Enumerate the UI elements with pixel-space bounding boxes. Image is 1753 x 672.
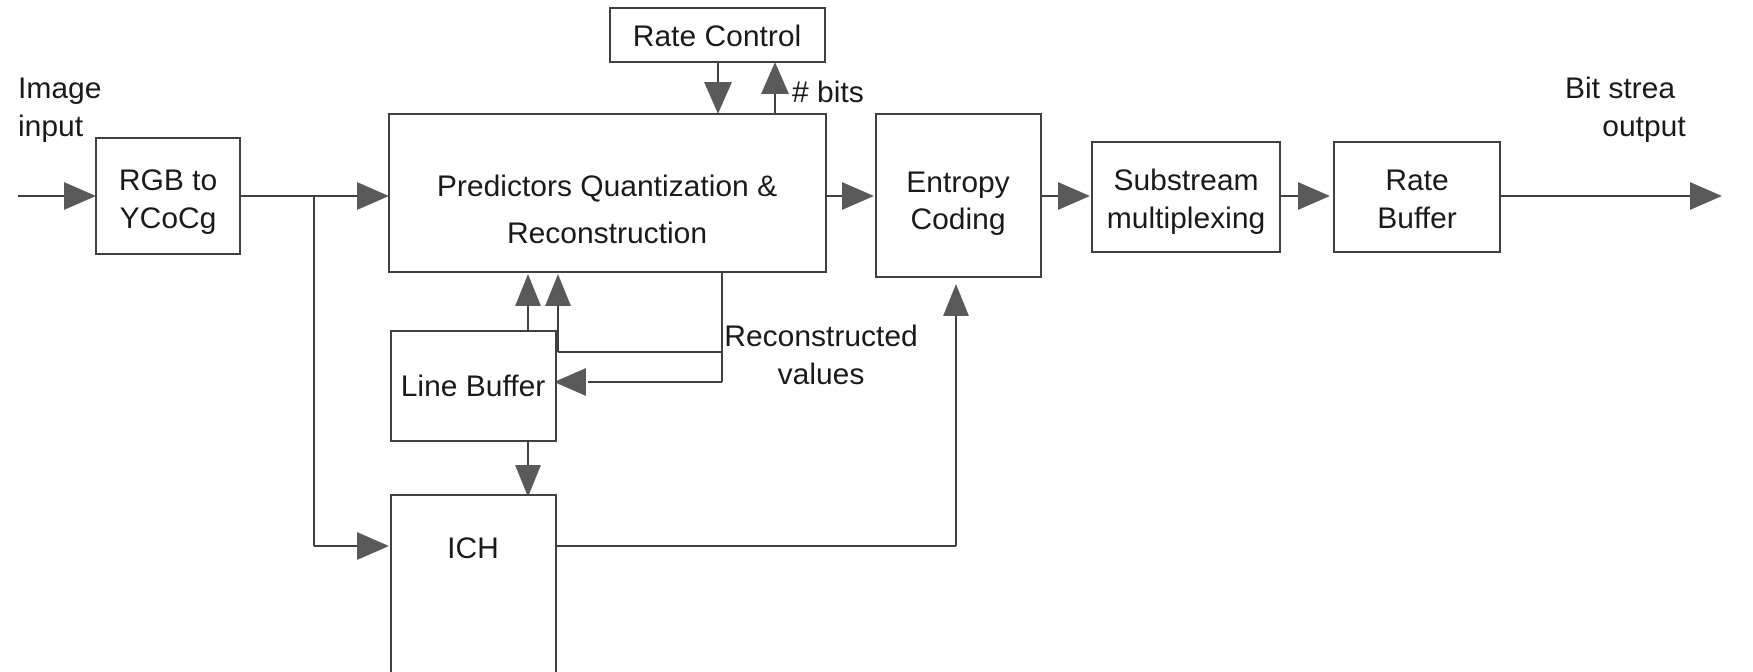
block-substream-line2: multiplexing xyxy=(1107,202,1265,235)
label-reconstructed-values: Reconstructed values xyxy=(724,320,917,391)
block-predictors-line1: Predictors Quantization & xyxy=(437,170,777,203)
edge-predictors-to-rate-control xyxy=(761,62,789,114)
label-bit-stream-output-line1: Bit strea xyxy=(1565,72,1675,105)
edge-line-buffer-to-predictors xyxy=(515,274,541,331)
edge-rate-buffer-to-output xyxy=(1500,182,1722,210)
block-rate-buffer[interactable]: Rate Buffer xyxy=(1333,141,1501,253)
block-ich-label: ICH xyxy=(447,532,499,565)
edge-rgb-branch-to-ich xyxy=(313,196,389,560)
block-substream-multiplexing[interactable]: Substream multiplexing xyxy=(1091,141,1281,253)
block-predictors-quantization-reconstruction[interactable]: Predictors Quantization & Reconstruction xyxy=(388,113,827,273)
block-line-buffer[interactable]: Line Buffer xyxy=(390,330,557,442)
label-bit-stream-output: Bit strea output xyxy=(1565,72,1686,143)
block-ich[interactable]: ICH xyxy=(390,494,557,672)
edge-reconstructed-to-line-buffer xyxy=(554,272,723,396)
block-entropy-coding[interactable]: Entropy Coding xyxy=(875,113,1042,278)
edge-substream-to-rate-buffer xyxy=(1280,182,1330,210)
block-rgb-to-ycocg[interactable]: RGB to YCoCg xyxy=(95,137,241,255)
edge-ich-to-entropy xyxy=(556,284,969,547)
label-reconstructed-values-line2: values xyxy=(778,358,865,391)
edge-rate-control-to-predictors xyxy=(704,62,732,114)
edge-line-buffer-to-ich xyxy=(515,441,541,497)
block-substream-line1: Substream xyxy=(1113,164,1258,197)
block-rgb-to-ycocg-line2: YCoCg xyxy=(120,202,217,235)
block-rate-buffer-line2: Buffer xyxy=(1377,202,1457,235)
edge-reconstructed-to-predictors xyxy=(545,274,722,353)
edge-entropy-to-substream xyxy=(1041,182,1090,210)
edge-rgb-to-predictors xyxy=(240,182,389,210)
label-image-input-line2: input xyxy=(18,110,84,143)
label-bit-stream-output-line2: output xyxy=(1602,110,1686,143)
block-rate-buffer-line1: Rate xyxy=(1385,164,1448,197)
block-rate-control[interactable]: Rate Control xyxy=(609,7,826,63)
edge-predictors-to-entropy xyxy=(826,182,874,210)
block-rate-control-label: Rate Control xyxy=(633,20,801,53)
block-line-buffer-label: Line Buffer xyxy=(401,370,546,403)
block-entropy-coding-line2: Coding xyxy=(910,203,1005,236)
block-entropy-coding-line1: Entropy xyxy=(906,166,1009,199)
label-num-bits: # bits xyxy=(792,76,864,109)
edge-input-to-rgb xyxy=(18,182,96,210)
label-image-input: Image input xyxy=(18,72,101,143)
label-image-input-line1: Image xyxy=(18,72,101,105)
block-rgb-to-ycocg-line1: RGB to xyxy=(119,164,217,197)
block-predictors-line2: Reconstruction xyxy=(507,217,707,250)
label-num-bits-text: # bits xyxy=(792,76,864,109)
label-reconstructed-values-line1: Reconstructed xyxy=(724,320,917,353)
